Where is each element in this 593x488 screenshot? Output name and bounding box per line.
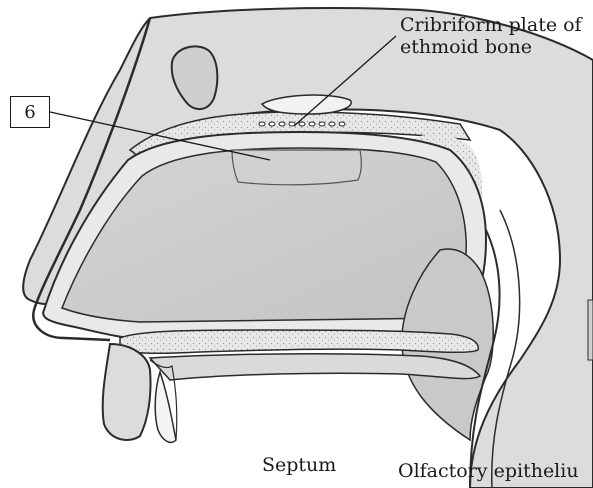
cribriform-label-line2: ethmoid bone [400,36,582,58]
hard-palate [120,330,478,353]
incisor-tooth [155,372,176,442]
cribriform-perforations [259,122,345,126]
upper-lip [103,344,151,440]
edge-fragment [588,300,593,360]
label-number: 6 [24,102,35,123]
cribriform-label-line1: Cribriform plate of [400,14,582,36]
septum-label: Septum [262,454,336,476]
cribriform-plate-label: Cribriform plate of ethmoid bone [400,14,582,58]
olfactory-epithelium-label: Olfactory epitheliu [398,460,579,482]
soft-palate [150,354,480,380]
numbered-label-box: 6 [10,96,50,128]
olfactory-epithelium-region [232,150,361,185]
